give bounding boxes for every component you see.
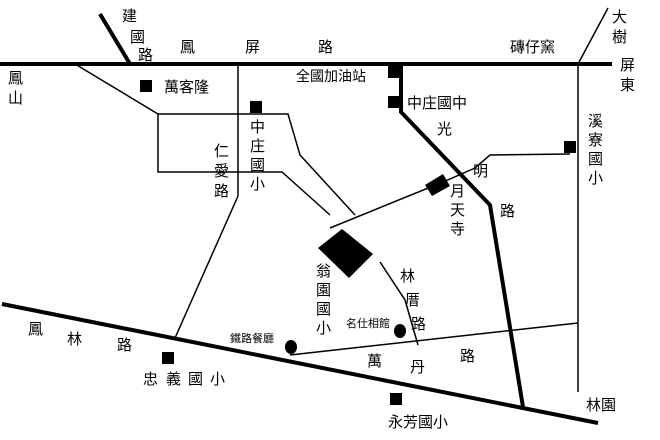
zhongyi-marker (162, 352, 174, 364)
zhongzhuang-elementary-marker (250, 101, 262, 113)
label-gas-station: 全國加油站 (296, 68, 366, 85)
label-fenglin-road: 鳳林路 (28, 320, 132, 354)
wengyuan-marker (318, 229, 373, 278)
label-renai-road: 仁愛路 (214, 142, 229, 200)
railway-restaurant-marker (285, 340, 297, 354)
xiliao-road (329, 153, 571, 229)
label-mingshi: 名仕相館 (346, 316, 390, 330)
label-guangming-road: 光明路 (437, 120, 515, 220)
label-fengping-road: 鳳屏路 (180, 38, 333, 56)
label-linceng-road: 林厝路 (400, 267, 426, 333)
label-zhongzhuang-elementary: 中庄國小 (250, 118, 265, 193)
fenglin-road (1, 302, 599, 425)
label-wandan-road: 萬丹路 (367, 347, 475, 376)
road-labels: 建國路 鳳屏路 磚仔窯 大樹 屏東 鳳山 仁愛路 光明路 林厝路 鳳林路 萬丹路… (8, 7, 635, 414)
landmark-markers (140, 66, 576, 405)
label-junior-high: 中庄國中 (407, 94, 467, 112)
label-pingdong: 屏東 (620, 56, 635, 94)
label-zhuanzaiyao: 磚仔窯 (510, 38, 555, 56)
major-roads (0, 12, 612, 425)
yongfang-marker (390, 393, 402, 405)
yuetian-temple-marker (425, 174, 450, 196)
label-yongfang: 永芳國小 (388, 413, 448, 431)
label-linyuan: 林園 (586, 396, 616, 414)
wankelong-road (74, 63, 356, 216)
label-xiliao: 溪寮國小 (588, 112, 603, 187)
label-dashu: 大樹 (612, 8, 627, 46)
mingshi-marker (394, 324, 406, 338)
label-wankelong: 萬客隆 (164, 78, 209, 96)
xiliao-marker (564, 141, 576, 153)
label-railway-restaurant: 鐵路餐廳 (230, 331, 274, 345)
dashu-road (577, 7, 609, 65)
label-zhongyi: 忠義國小 (143, 370, 225, 388)
minor-roads (74, 7, 609, 392)
wandan-road (289, 322, 579, 356)
guangming-road (399, 64, 525, 408)
label-jianguo-road: 建國路 (122, 7, 153, 64)
gas-station-marker (388, 66, 400, 78)
label-yuetian-temple: 月天寺 (450, 182, 465, 238)
wankelong-marker (140, 80, 152, 92)
label-wengyuan: 翁園國小 (316, 262, 331, 337)
junior-high-marker (388, 96, 400, 108)
landmark-labels: 萬客隆 全國加油站 中庄國中 中庄國小 溪寮國小 月天寺 翁園國小 鐵路餐廳 名… (143, 68, 603, 431)
label-fengshan: 鳳山 (8, 69, 23, 107)
linceng-road (379, 261, 419, 346)
jianguo-road (98, 12, 132, 66)
renai-road (174, 64, 239, 339)
loop-road (157, 114, 331, 216)
